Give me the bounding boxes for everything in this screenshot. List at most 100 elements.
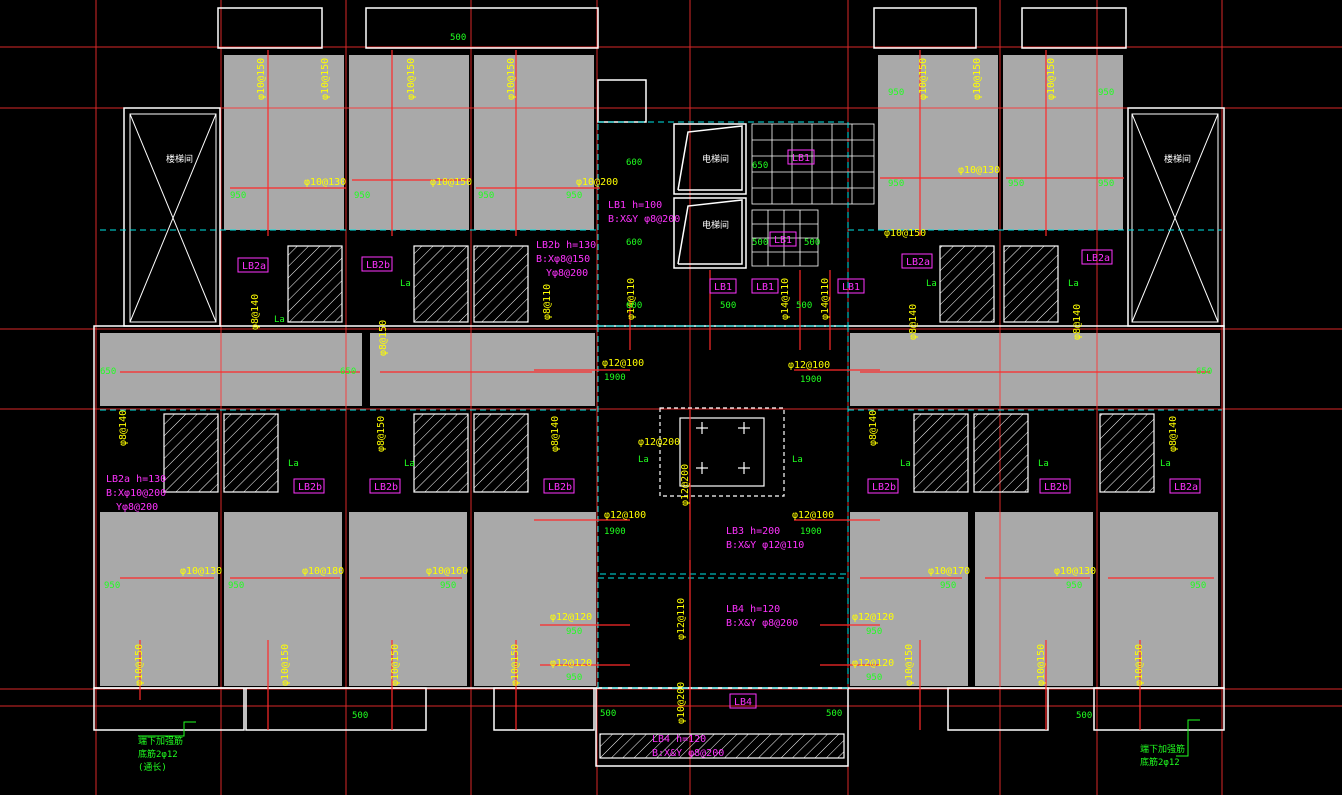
tag-lb2b-lower-4: LB2b	[872, 482, 896, 493]
rebar-callout: φ10@150	[390, 644, 401, 686]
dim-label: 950	[1066, 581, 1082, 591]
rebar-callout: φ10@150	[1036, 644, 1047, 686]
dim-label: 950	[888, 88, 904, 98]
rebar-callout: φ12@100	[792, 510, 834, 521]
dim-label: 650	[340, 367, 356, 377]
rebar-callout: φ10@170	[928, 566, 970, 577]
tag-lb4: LB4	[734, 697, 752, 708]
dim-label: 650	[100, 367, 116, 377]
dim-label: 950	[478, 191, 494, 201]
central-shaft	[659, 407, 785, 497]
rebar-callout: φ10@160	[426, 566, 468, 577]
tag-lb2b-lower-3: LB2b	[548, 482, 572, 493]
room-labels: 楼梯间 楼梯间 电梯间 电梯间	[166, 153, 1191, 231]
tag-lb2a-left: LB2a	[242, 261, 266, 272]
dim-label: La	[404, 459, 415, 469]
note-lb2a-1: LB2a h=130	[106, 474, 166, 485]
rebar-callout: φ10@130	[304, 177, 346, 188]
dim-label: 950	[104, 581, 120, 591]
dim-label: 950	[888, 179, 904, 189]
dim-label: 500	[752, 238, 768, 248]
rebar-callout: φ12@200	[638, 437, 680, 448]
rebar-callout: φ10@150	[280, 644, 291, 686]
dim-label: 950	[866, 673, 882, 683]
stair-cross-marks	[129, 113, 1219, 323]
rebar-callout: φ8@140	[908, 304, 919, 340]
note-lb1-1: LB1 h=100	[608, 200, 662, 211]
rebar-callout: φ10@150	[430, 177, 472, 188]
dim-label: La	[1038, 459, 1049, 469]
slab-panels	[100, 55, 1220, 686]
cyan-slab-outlines	[100, 121, 1222, 689]
elevator-label-top: 电梯间	[702, 153, 729, 165]
hatched-openings	[163, 245, 1155, 759]
rebar-callout: φ10@150	[320, 58, 331, 100]
dim-label: La	[274, 315, 285, 325]
rebar-callout: φ10@130	[1054, 566, 1096, 577]
rebar-callout: φ10@150	[884, 228, 926, 239]
dimension-labels: 500 950 950 950 950 950 950 950 950 950 …	[100, 33, 1212, 721]
dim-label: 950	[566, 673, 582, 683]
note-lb3-1: LB3 h=200	[726, 526, 780, 537]
rebar-callout: φ14@110	[780, 278, 791, 320]
dim-label: 950	[354, 191, 370, 201]
dim-label: 500	[352, 711, 368, 721]
tag-lb2a-far-right: LB2a	[1086, 253, 1110, 264]
tag-lb2b-lower-2: LB2b	[374, 482, 398, 493]
slab-tags: LB2a LB2b LB2a LB2a LB1 LB1 LB1 LB1 LB1 …	[237, 149, 1201, 709]
note-lb2b-2: B:Xφ8@150	[536, 254, 590, 265]
tag-lb1-d: LB1	[756, 282, 774, 293]
dim-label: 950	[228, 581, 244, 591]
rebar-callout: φ10@150	[506, 58, 517, 100]
note-lb2b-1: LB2b h=130	[536, 240, 596, 251]
dim-label: La	[792, 455, 803, 465]
rebar-callout: φ12@110	[676, 598, 687, 640]
dim-label: 1900	[604, 373, 626, 383]
rebar-callout: φ10@150	[256, 58, 267, 100]
dim-label: 600	[626, 238, 642, 248]
rebar-callout: φ8@140	[550, 416, 561, 452]
tag-lb2b-lower-5: LB2b	[1044, 482, 1068, 493]
rebar-callout: φ8@140	[118, 410, 129, 446]
dim-label: 950	[1190, 581, 1206, 591]
dim-label: 950	[1008, 179, 1024, 189]
rebar-callouts: φ10@150 φ10@150 φ10@150 φ10@150 φ10@130 …	[118, 58, 1179, 724]
rebar-callout: φ8@150	[378, 320, 389, 356]
rebar-callout: φ12@120	[852, 612, 894, 623]
stair-label-left: 楼梯间	[166, 153, 193, 165]
dim-label: 950	[566, 627, 582, 637]
dim-label: 600	[626, 158, 642, 168]
rebar-callout: φ14@110	[626, 278, 637, 320]
dim-label: 650	[752, 161, 768, 171]
dim-label: La	[900, 459, 911, 469]
note-lb1-2: B:X&Y φ8@200	[608, 214, 680, 225]
rebar-callout: φ8@140	[868, 410, 879, 446]
dim-label: La	[1068, 279, 1079, 289]
rebar-callout: φ10@150	[1046, 58, 1057, 100]
right-note-1: 端下加强筋	[1140, 743, 1185, 755]
rebar-callout: φ10@130	[958, 165, 1000, 176]
dim-label: 500	[1076, 711, 1092, 721]
tag-lb1-b: LB1	[774, 235, 792, 246]
rebar-callout: φ14@110	[820, 278, 831, 320]
dim-label: 950	[940, 581, 956, 591]
note-lb4-2: B:X&Y φ8@200	[726, 618, 798, 629]
note-lb4-1: LB4 h=120	[726, 604, 780, 615]
rebar-callout: φ8@150	[376, 416, 387, 452]
tag-lb1-c: LB1	[714, 282, 732, 293]
rebar-callout: φ12@100	[604, 510, 646, 521]
stair-label-right: 楼梯间	[1164, 153, 1191, 165]
note-lb2a-3: Yφ8@200	[116, 502, 158, 513]
rebar-callout: φ10@150	[406, 58, 417, 100]
dim-label: 950	[566, 191, 582, 201]
note-lb3-2: B:X&Y φ12@110	[726, 540, 804, 551]
rebar-callout: φ8@140	[1168, 416, 1179, 452]
note-lb2b-3: Yφ8@200	[546, 268, 588, 279]
tile-grid	[751, 123, 875, 267]
rebar-callout: φ10@180	[302, 566, 344, 577]
dim-label: La	[638, 455, 649, 465]
rebar-callout: φ10@150	[918, 58, 929, 100]
tag-lb2b-lower-1: LB2b	[298, 482, 322, 493]
dim-label: 500	[804, 238, 820, 248]
